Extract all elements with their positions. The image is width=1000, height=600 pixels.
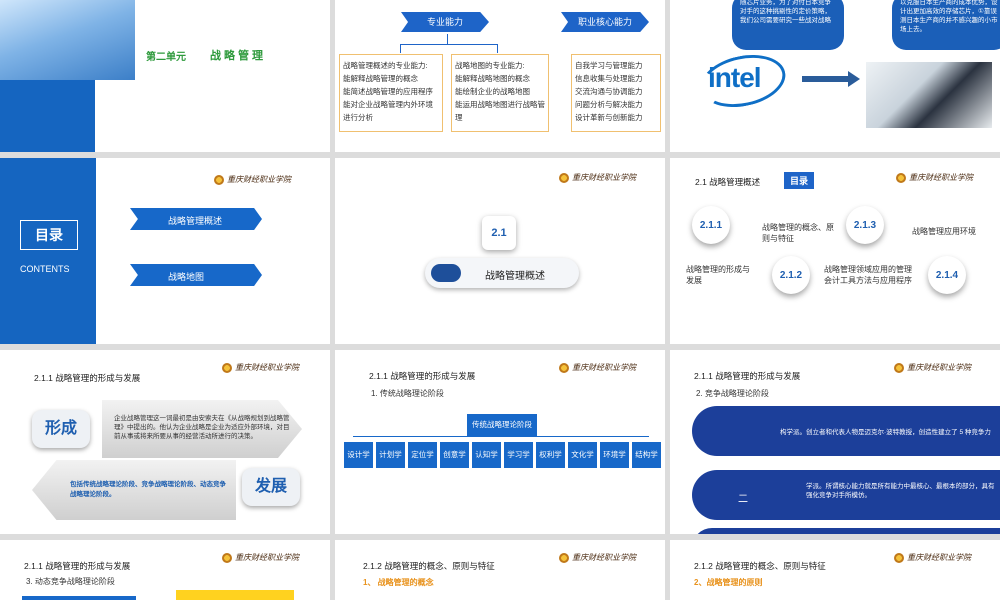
school-chip-4: 创意学派: [440, 442, 469, 485]
toc-tag: 目录: [784, 172, 815, 189]
node-2-1-1: 2.1.1: [692, 206, 730, 244]
slide-thumbnail-4[interactable]: 目录 CONTENTS 重庆财经职业学院 战略管理概述 战略地图: [0, 158, 330, 344]
section-title: 战略管理概述: [485, 271, 545, 282]
node-label-1: 战略管理的形成与发展: [686, 265, 750, 285]
arrow-right-icon: [802, 76, 850, 82]
school-chip-3: 定位学派: [408, 442, 437, 485]
toc-item-1-label: 战略管理概述: [168, 217, 223, 227]
unit-label: 第二单元: [146, 52, 186, 63]
dev-badge: 发展: [242, 468, 300, 506]
slide-thumbnail-7[interactable]: 2.1.1 战略管理的形成与发展 重庆财经职业学院 形成 发展 企业战略管理这一…: [0, 350, 330, 534]
slide-header: 2.1.1 战略管理的形成与发展: [694, 371, 801, 381]
sub-heading: 1、 战略管理的概念: [363, 578, 434, 587]
band-1-text: 构学派。创立者和代表人物是迈克尔·波特教授，创造性建立了 5 种竞争力: [780, 429, 991, 436]
form-badge: 形成: [32, 410, 90, 448]
business-meeting-photo: [866, 62, 992, 128]
school-chip-7: 权利学派: [536, 442, 565, 485]
slide-header: 2.1.1 战略管理的形成与发展: [369, 371, 476, 381]
slide-header: 2.1 战略管理概述: [695, 177, 761, 187]
intel-logo-text: intel: [708, 62, 762, 93]
node-label-3: 战略管理领域应用的管理会计工具方法与应用程序: [824, 265, 912, 285]
slide-header: 2.1.2 战略管理的概念、原则与特征: [363, 561, 495, 571]
connector-stem: [447, 34, 448, 44]
arrow-right-band: [102, 400, 302, 458]
slide-thumbnail-10[interactable]: 2.1.1 战略管理的形成与发展 3. 动态竞争战略理论阶段 重庆财经职业学院: [0, 540, 330, 600]
arrow-left-band: [32, 460, 236, 520]
school-chip-2: 计划学派: [376, 442, 405, 485]
toc-blue-panel: [0, 158, 96, 344]
sub-heading: 1. 传统战略理论阶段: [371, 389, 444, 398]
band-2-text: 学派。所谓核心能力就是所有能力中最核心、最根本的部分，具有强化竞争对手所模仿。: [806, 483, 995, 499]
blue-block: [22, 596, 136, 600]
slide-header: 2.1.2 战略管理的概念、原则与特征: [694, 561, 826, 571]
node-label-2: 战略管理的概念、原则与特征: [762, 223, 834, 243]
toc-box: 目录: [20, 220, 78, 250]
box-map-skills: 战略地图的专业能力:能解释战略地图的概念能绘制企业的战略地图能运用战略地图进行战…: [451, 54, 549, 132]
blue-band-3: [692, 528, 1000, 534]
toc-item-1[interactable]: [130, 208, 262, 230]
toc-item-2[interactable]: [130, 264, 262, 286]
ribbon-core: 职业核心能力: [561, 12, 649, 32]
node-label-4: 战略管理应用环境: [912, 227, 976, 236]
slide-thumbnail-1[interactable]: 第二单元 战略管理: [0, 0, 330, 152]
school-logo: 重庆财经职业学院: [222, 362, 299, 373]
dev-text: 包括传统战略理论阶段、竞争战略理论阶段、动态竞争战略理论阶段。: [70, 481, 226, 498]
school-chip-6: 学习学派: [504, 442, 533, 485]
band-marker: 二: [738, 494, 748, 505]
slide-thumbnail-3[interactable]: 随芯片业务，为了对付日本竞争对手的这种挑剔性的定价策略，我们公司需要研究一些战对…: [670, 0, 1000, 152]
sub-heading: 2. 竞争战略理论阶段: [696, 389, 769, 398]
form-text: 企业战略管理这一词最初是由安索夫在《从战略规划到战略管理》中提出的。他认为企业战…: [114, 415, 290, 440]
speech-bubble-right: 以克服日本生产商的成本优势，设计出更加高效的存储芯片，①靠误测日本生产商的并不感…: [892, 0, 1000, 50]
slide-thumbnail-9[interactable]: 2.1.1 战略管理的形成与发展 2. 竞争战略理论阶段 重庆财经职业学院 构学…: [670, 350, 1000, 534]
node-2-1-4: 2.1.4: [928, 256, 966, 294]
yellow-block: [176, 590, 294, 600]
node-2-1-2: 2.1.2: [772, 256, 810, 294]
connector: [400, 44, 498, 53]
slide-thumbnail-11[interactable]: 2.1.2 战略管理的概念、原则与特征 1、 战略管理的概念 重庆财经职业学院: [335, 540, 665, 600]
blue-band-1: [692, 406, 1000, 456]
school-logo: 重庆财经职业学院: [559, 172, 636, 183]
school-logo: 重庆财经职业学院: [894, 362, 971, 373]
section-number-badge: 2.1: [482, 216, 516, 250]
school-chip-5: 认知学派: [472, 442, 501, 485]
box-strategy-skills: 战略管理概述的专业能力:能解释战略管理的概念能简述战略管理的应用程序能对企业战略…: [339, 54, 443, 132]
tree-connector: [353, 436, 649, 443]
chart-icon: [431, 264, 461, 282]
slide-thumbnail-5[interactable]: 重庆财经职业学院 2.1 战略管理概述: [335, 158, 665, 344]
school-logo: 重庆财经职业学院: [894, 552, 971, 563]
speech-bubble-left: 随芯片业务，为了对付日本竞争对手的这种挑剔性的定价策略，我们公司需要研究一些战对…: [732, 0, 844, 50]
school-logo: 重庆财经职业学院: [222, 552, 299, 563]
cover-blue-block: [0, 80, 95, 152]
blue-band-2: [692, 470, 1000, 520]
school-logo: 重庆财经职业学院: [559, 362, 636, 373]
sub-heading: 3. 动态竞争战略理论阶段: [26, 577, 115, 586]
school-chip-8: 文化学派: [568, 442, 597, 485]
cover-photo: [0, 0, 135, 80]
school-logo: 重庆财经职业学院: [896, 172, 973, 183]
unit-title: 战略管理: [210, 49, 266, 62]
school-chip-10: 结构学派: [632, 442, 661, 485]
school-logo: 重庆财经职业学院: [559, 552, 636, 563]
slide-header: 2.1.1 战略管理的形成与发展: [24, 561, 131, 571]
school-chip-1: 设计学派: [344, 442, 373, 485]
box-core-skills: 自我学习与管理能力信息收集与处理能力交流沟通与协调能力问题分析与解决能力设计革新…: [571, 54, 661, 132]
school-logo: 重庆财经职业学院: [214, 174, 291, 185]
ribbon-professional: 专业能力: [401, 12, 489, 32]
arrow-head: [848, 71, 860, 87]
slide-thumbnail-6[interactable]: 2.1 战略管理概述 目录 重庆财经职业学院 2.1.1 2.1.2 2.1.3…: [670, 158, 1000, 344]
school-chip-9: 环境学派: [600, 442, 629, 485]
sub-heading: 2、战略管理的原则: [694, 578, 763, 587]
toc-item-2-label: 战略地图: [168, 273, 205, 283]
slide-header: 2.1.1 战略管理的形成与发展: [34, 373, 141, 383]
tree-root: 传统战略理论阶段: [467, 414, 537, 436]
node-2-1-3: 2.1.3: [846, 206, 884, 244]
slide-thumbnail-12[interactable]: 2.1.2 战略管理的概念、原则与特征 2、战略管理的原则 重庆财经职业学院: [670, 540, 1000, 600]
contents-label: CONTENTS: [20, 264, 70, 274]
slide-thumbnail-2[interactable]: 专业能力 职业核心能力 战略管理概述的专业能力:能解释战略管理的概念能简述战略管…: [335, 0, 665, 152]
